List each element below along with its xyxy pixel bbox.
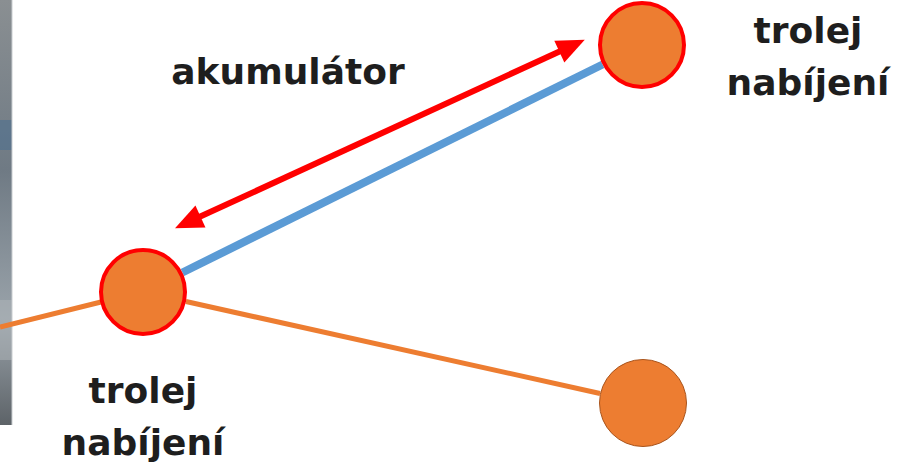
photo-strip bbox=[0, 0, 12, 425]
photo-detail bbox=[0, 300, 12, 360]
photo-detail bbox=[0, 120, 12, 150]
station-circle bbox=[599, 359, 687, 447]
line-connector bbox=[186, 302, 600, 394]
arrowhead bbox=[554, 40, 584, 63]
station-circle: trolej nabíjení bbox=[99, 248, 187, 336]
station-label: trolej nabíjení bbox=[43, 365, 243, 469]
arrowhead bbox=[175, 206, 205, 229]
edge-label: akumulátor bbox=[171, 46, 404, 98]
photo-edge bbox=[12, 0, 13, 425]
station-label: trolej nabíjení bbox=[718, 5, 898, 109]
line-connector bbox=[182, 65, 602, 273]
trolley-line bbox=[0, 302, 101, 327]
station-circle: trolej nabíjení bbox=[598, 1, 686, 89]
